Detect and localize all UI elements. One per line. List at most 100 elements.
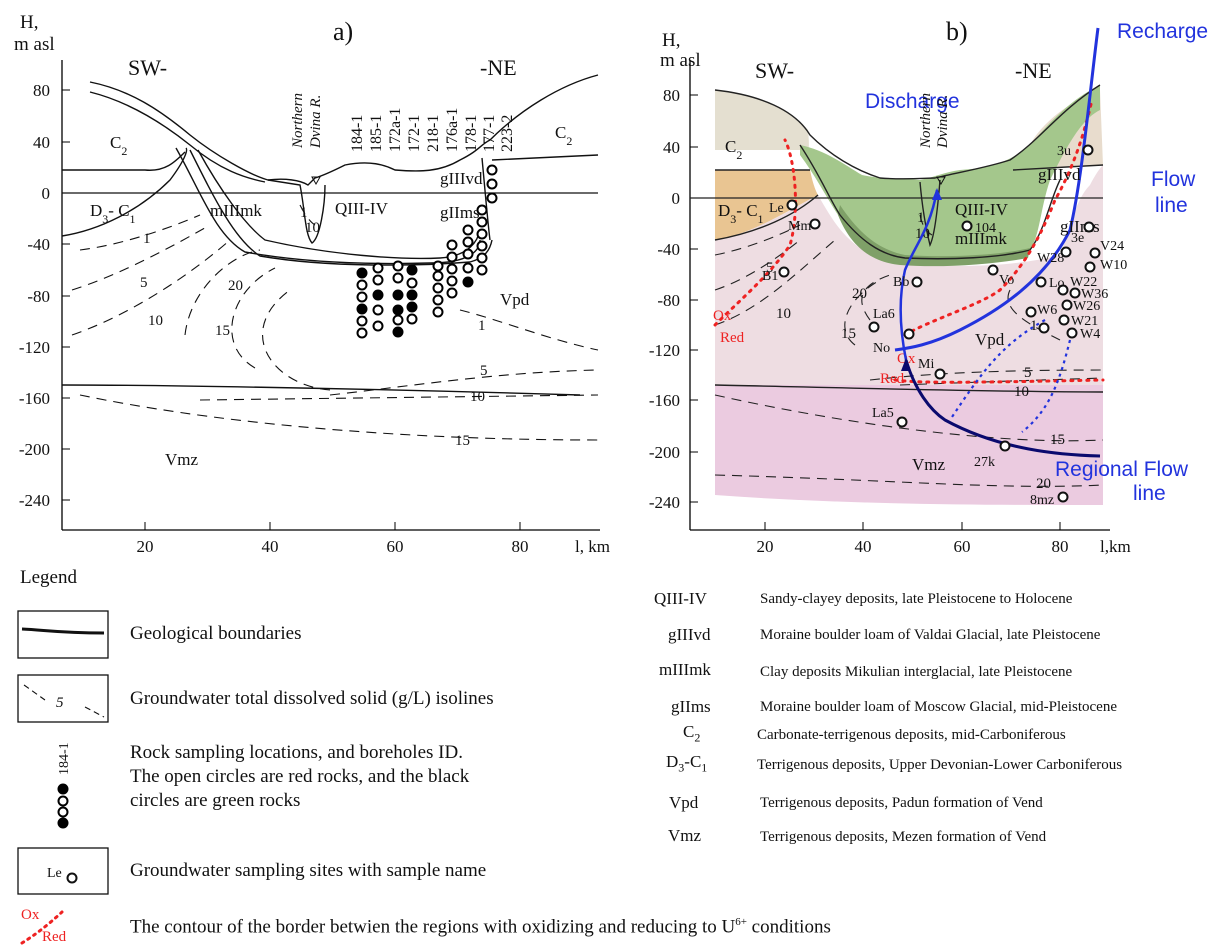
panel-a-unit-qIII: QIII-IV [335, 199, 389, 218]
legend-sample-name: Le [47, 866, 62, 881]
panel-b-discharge-label: Discharge [865, 90, 960, 113]
panel-a-isoline-label: 5 [480, 363, 488, 379]
panel-b-sample-label: V24 [1100, 239, 1124, 254]
panel-a-isoline-label: 1 [143, 231, 151, 247]
panel-b-isoline-label: 15 [841, 326, 856, 342]
panel-a-isoline-label: 1 [478, 318, 486, 334]
panel-a-unit-d3c1: D3- C1 [90, 201, 136, 226]
panel-b-x-tick-label: 40 [855, 537, 872, 556]
panel-b-isoline-label: 15 [1050, 432, 1065, 448]
panel-a-label: a) [333, 17, 353, 46]
panel-b-red-label: Red [720, 330, 745, 346]
panel-b-flow-line-label-2: line [1155, 194, 1188, 217]
panel-b-unit-d3c1: D3- C1 [718, 201, 764, 226]
legend-oxred-contour [20, 910, 64, 945]
panel-b-isolines [714, 214, 1104, 487]
panel-b-flow-lines [894, 27, 1101, 458]
panel-b-sample-label: W6 [1037, 303, 1057, 318]
panel-a-x-tick-label: 20 [137, 537, 154, 556]
panel-b-sw: SW- [755, 58, 794, 83]
panel-a-borehole-id: 177-1 [481, 115, 498, 152]
panel-a-y-ticks [62, 89, 70, 501]
unit-code: C2 [683, 722, 701, 745]
legend-text-rock-1: Rock sampling locations, and boreholes I… [130, 742, 463, 763]
panel-a-x-tick-label: 40 [262, 537, 279, 556]
legend-box-isolines [17, 674, 109, 723]
panel-a-x-tick-label: 60 [387, 537, 404, 556]
panel-b-sample-label: W28 [1037, 251, 1064, 266]
panel-b-y-label-1: H, [662, 30, 680, 51]
legend-text-oxred: The contour of the border betwien the re… [130, 916, 831, 938]
panel-a-y-tick-label: 40 [33, 133, 50, 152]
panel-a-unit-c2-left: C2 [110, 133, 127, 158]
panel-b-sample-label: La6 [873, 307, 895, 322]
legend-text-boundaries: Geological boundaries [130, 623, 302, 644]
panel-b-recharge-label: Recharge [1117, 20, 1208, 43]
unit-desc: Terrigenous deposits, Upper Devonian-Low… [757, 757, 1123, 773]
unit-code: Vmz [668, 826, 702, 845]
panel-b-regional-label-1: Regional Flow [1055, 458, 1189, 481]
panel-a-borehole-id: 184-1 [349, 115, 366, 152]
panel-b-red-label-2: Red [880, 371, 905, 387]
panel-b-water-samples [778, 144, 1101, 503]
unit-desc: Terrigenous deposits, Padun formation of… [760, 795, 1043, 811]
legend-red: Red [42, 929, 67, 945]
unit-code: gIIms [671, 697, 711, 716]
panel-b-sample-label: No [873, 341, 890, 356]
panel-b-isoline-label: 20 [1036, 476, 1051, 492]
panel-a-borehole-id: 223-2 [499, 115, 516, 152]
panel-b-regional-label-2: line [1133, 482, 1166, 505]
panel-a-isoline-label: 10 [148, 313, 163, 329]
legend-sample-circle [66, 872, 78, 884]
panel-b-fill-vmz [715, 385, 1103, 505]
panel-a-borehole-id: 185-1 [368, 115, 385, 152]
panel-b-x-label: l,km [1100, 537, 1131, 556]
panel-b-sample-label: W26 [1073, 299, 1100, 314]
panel-b-sample-label: W4 [1080, 327, 1100, 342]
panel-b-river-name-2: Dvina R. [935, 95, 951, 149]
panel-b-y-tick-label: -200 [649, 443, 680, 462]
panel-b-y-tick-label: -240 [649, 493, 680, 512]
panel-b-y-tick-label: -80 [657, 291, 680, 310]
panel-a-river-name-2: Dvina R. [308, 95, 324, 149]
panel-b-x-tick-label: 20 [757, 537, 774, 556]
legend-text-rock-2: The open circles are red rocks, and the … [130, 766, 470, 787]
panel-a-y-tick-label: -200 [19, 440, 50, 459]
panel-a-unit-gIIIvd: gIIIvd [440, 169, 483, 188]
panel-b-isoline-label: 5 [1024, 365, 1032, 381]
panel-a-isoline-label: 10 [470, 389, 485, 405]
panel-b-sample-label: Le [769, 201, 784, 216]
panel-b-sample-label: 104 [975, 221, 996, 236]
panel-b-x-tick-label: 80 [1052, 537, 1069, 556]
legend-text-isolines: Groundwater total dissolved solid (g/L) … [130, 688, 494, 709]
panel-b-sample-label: W21 [1071, 314, 1098, 329]
panel-b-oxred-contour [713, 98, 1105, 384]
legend-symbols: 5 184-1 Le Ox Red [17, 610, 109, 945]
panel-a-river-marker [311, 176, 321, 186]
panel-a-y-tick-label: -240 [19, 491, 50, 510]
panel-a-isoline-label: 15 [215, 323, 230, 339]
panel-b-isoline-label: 1 [1030, 318, 1038, 334]
panel-b-fill-quaternary [800, 85, 1100, 261]
panel-a-isoline-label: 5 [140, 275, 148, 291]
legend-boundary-line [21, 627, 105, 635]
panel-b-sample-label: Mm [788, 219, 811, 234]
panel-b-isoline-label: 20 [852, 286, 867, 302]
panel-b-isoline-label: 10 [776, 306, 791, 322]
panel-a-isoline-label: 10 [305, 220, 320, 236]
panel-a-y-tick-label: 0 [42, 184, 51, 203]
panel-a-unit-vmz: Vmz [165, 450, 199, 469]
panel-b-sample-label: W22 [1070, 275, 1097, 290]
panel-b-isoline-label: 10 [1014, 384, 1029, 400]
panel-a-rock-samples [356, 164, 498, 339]
legend-box-samples [17, 847, 109, 895]
panel-b-unit-vpd: Vpd [975, 330, 1005, 349]
legend-borehole-id: 184-1 [57, 742, 72, 775]
legend-isoline-value: 5 [56, 695, 64, 711]
panel-b-isoline-label: 5 [766, 260, 774, 276]
panel-b-sample-label: B1 [762, 269, 778, 284]
panel-a-y-tick-label: 80 [33, 81, 50, 100]
unit-code: D3-C1 [666, 752, 708, 775]
panel-a-unit-vpd: Vpd [500, 290, 530, 309]
unit-desc: Clay deposits Mikulian interglacial, lat… [760, 664, 1073, 680]
